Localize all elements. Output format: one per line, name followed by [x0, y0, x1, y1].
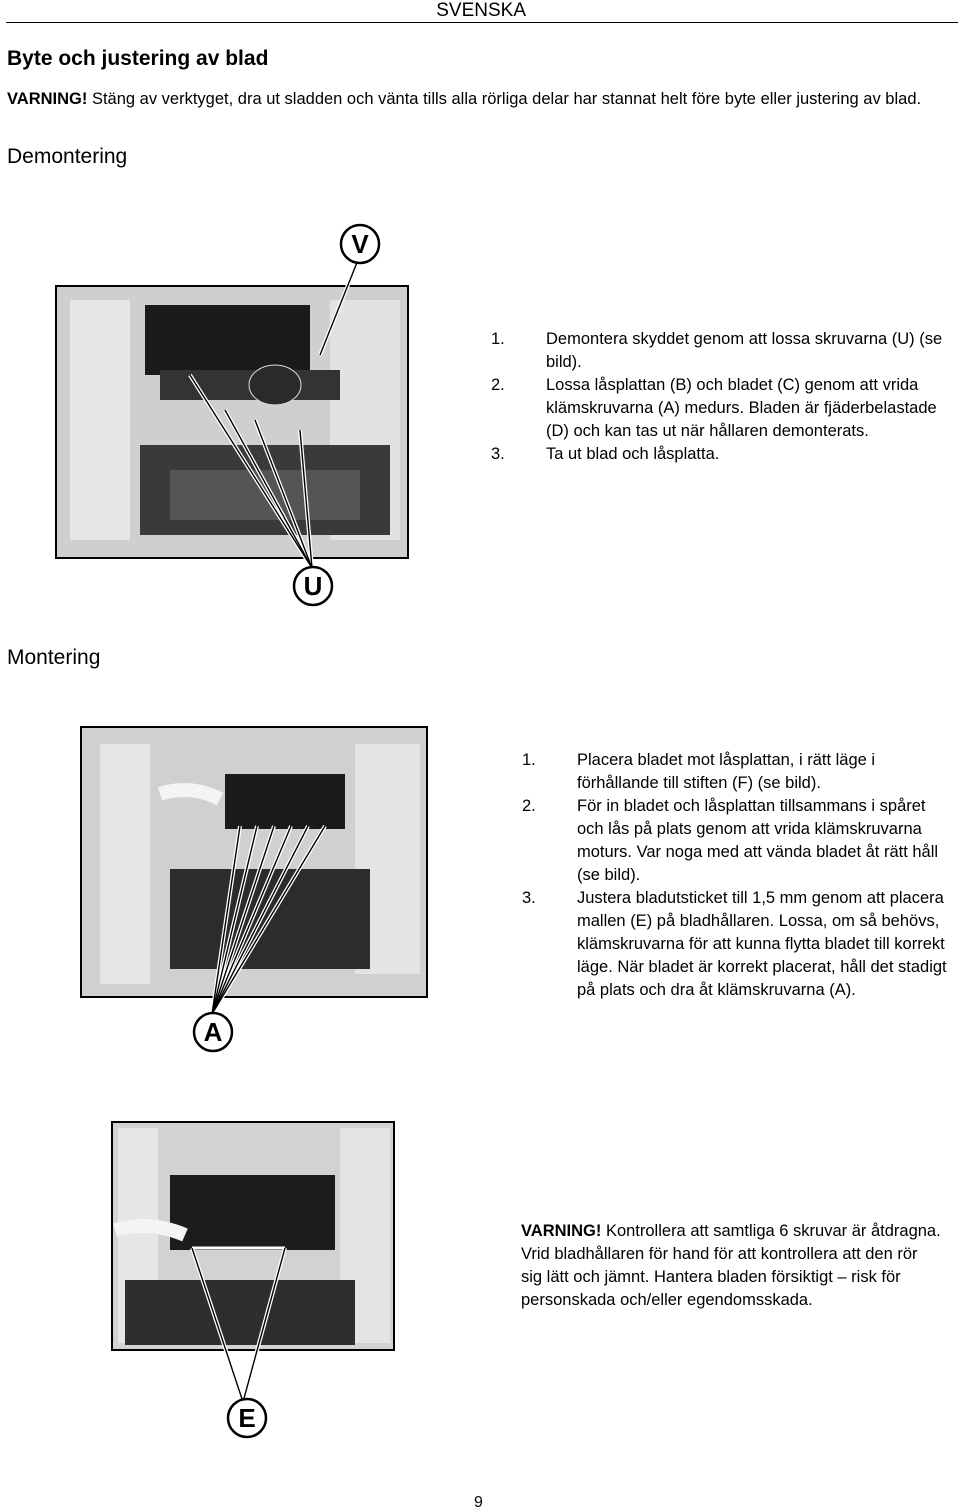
list-item: 2.För in bladet och låsplattan tillsamma… — [522, 797, 939, 884]
warning-text: Stäng av verktyget, dra ut sladden och v… — [87, 90, 922, 108]
figure-montering: A — [80, 726, 428, 1053]
figure-demontering: V U — [55, 223, 409, 607]
callout-label-v: V — [351, 229, 369, 259]
warning-text: Kontrollera att samtliga 6 skruvar är åt… — [521, 1222, 941, 1309]
motor-housing — [225, 774, 345, 829]
section-title: Byte och justering av blad — [7, 47, 269, 70]
list-item: 2.Lossa låsplattan (B) och bladet (C) ge… — [491, 376, 937, 440]
table — [125, 1280, 355, 1345]
dust-port — [248, 364, 302, 406]
warning-label: VARNING! — [7, 90, 88, 108]
machine-column — [70, 300, 130, 540]
motor-housing — [170, 1175, 335, 1250]
demontering-heading: Demontering — [7, 145, 128, 168]
warning-label: VARNING! — [521, 1222, 602, 1240]
figure-adjustment: E — [111, 1121, 395, 1439]
list-item: 3.Justera bladutsticket till 1,5 mm geno… — [522, 889, 947, 999]
hand — [157, 783, 224, 806]
callout-label-e: E — [238, 1403, 255, 1433]
callout-label-u: U — [304, 571, 323, 601]
montering-heading: Montering — [7, 646, 101, 669]
list-item: 3.Ta ut blad och låsplatta. — [491, 445, 720, 463]
list-item: 1.Placera bladet mot låsplattan, i rätt … — [522, 751, 876, 792]
montering-steps: 1.Placera bladet mot låsplattan, i rätt … — [522, 749, 954, 1002]
header-rule — [6, 22, 958, 23]
hand — [113, 1219, 188, 1242]
page-number: 9 — [474, 1494, 483, 1511]
demontering-steps: 1.Demontera skyddet genom att lossa skru… — [491, 328, 956, 466]
header-language: SVENSKA — [436, 0, 526, 21]
warning-paragraph: VARNING! Stäng av verktyget, dra ut slad… — [7, 88, 947, 110]
motor-housing — [145, 305, 310, 375]
final-warning: VARNING! Kontrollera att samtliga 6 skru… — [521, 1220, 941, 1312]
callout-label-a: A — [204, 1017, 223, 1047]
list-item: 1.Demontera skyddet genom att lossa skru… — [491, 330, 943, 371]
machine-column — [100, 744, 150, 984]
